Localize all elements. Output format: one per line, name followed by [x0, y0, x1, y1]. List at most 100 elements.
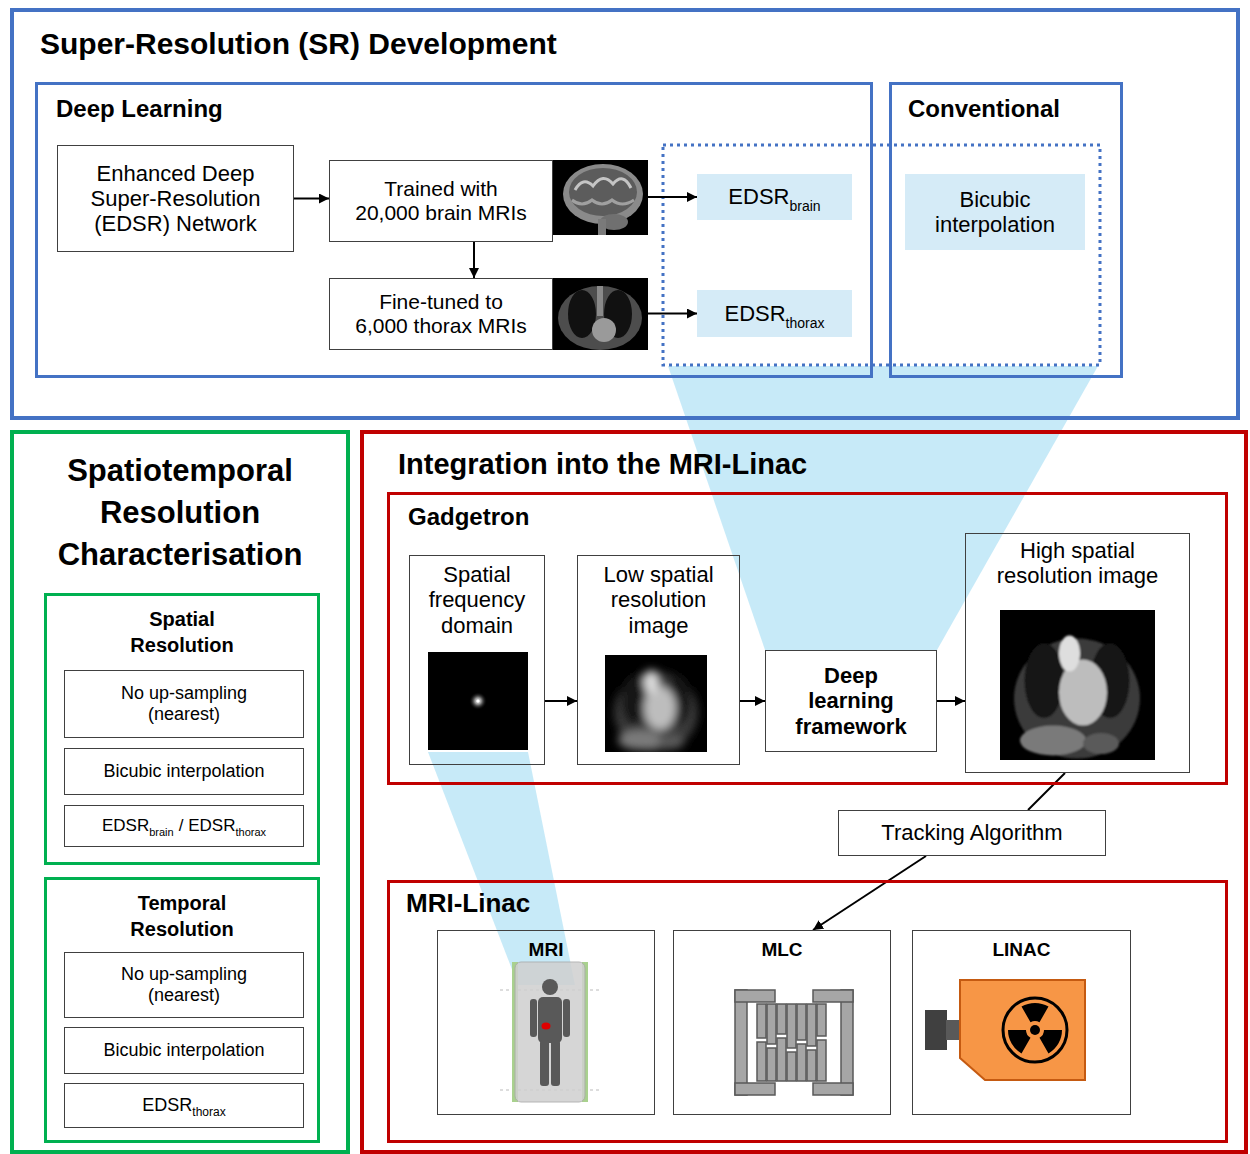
- option-box: No up-sampling (nearest): [64, 670, 304, 738]
- text-group: Spatiotemporal Resolution Characterisati…: [20, 450, 340, 576]
- box-outline: Fine-tuned to 6,000 thorax MRIs: [329, 278, 553, 350]
- text-group: EDSRbrain: [728, 184, 820, 209]
- option-box: EDSRbrain / EDSRthorax: [64, 805, 304, 847]
- box-outline: High spatial resolution image: [965, 533, 1190, 773]
- subscript-label: thorax: [235, 826, 266, 838]
- component-box: LINAC: [912, 930, 1131, 1115]
- text-group: LINAC: [992, 939, 1050, 961]
- component-box: MLC: [673, 930, 891, 1115]
- group-box: Temporal Resolution No up-sampling (neare…: [44, 877, 320, 1143]
- box-outline: Bicubic interpolation: [64, 1027, 304, 1074]
- linac-icon: [925, 980, 1085, 1080]
- option-box: No up-sampling (nearest): [64, 952, 304, 1018]
- low-resolution-image: [605, 655, 707, 752]
- box-outline: No up-sampling (nearest): [64, 952, 304, 1018]
- subscript-label: brain: [149, 826, 173, 838]
- group-title: Deep Learning: [56, 95, 223, 123]
- box-label: High spatial resolution image: [978, 538, 1178, 589]
- group-title: MRI-Linac: [406, 889, 530, 919]
- text-group: Low spatial resolution image: [580, 562, 737, 638]
- box-outline: Low spatial resolution image: [577, 555, 740, 765]
- box-label: EDSR: [142, 1095, 192, 1115]
- mri-scanner-icon: [500, 962, 600, 1102]
- brain-mri-image: [553, 160, 648, 235]
- text-group: Super-Resolution (SR) Development: [40, 27, 557, 62]
- high-resolution-image: [1000, 610, 1155, 760]
- box-outline: Bicubic interpolation: [905, 174, 1085, 250]
- process-box: Tracking Algorithm: [838, 810, 1106, 856]
- text-group: MLC: [761, 939, 802, 961]
- text-group: Spatial frequency domain: [412, 562, 542, 638]
- group-box: GadgetronSpatial frequency domain Low spa…: [387, 492, 1228, 785]
- box-outline: Tracking Algorithm: [838, 810, 1106, 856]
- box-label: EDSR: [728, 184, 789, 209]
- box-outline: MLC: [673, 930, 891, 1115]
- box-label: MRI: [529, 939, 564, 961]
- box-label: Bicubic interpolation: [911, 187, 1079, 238]
- text-group: Deep learning framework: [789, 663, 914, 739]
- connector-arrow: [740, 700, 765, 702]
- dataset-box: Trained with 20,000 brain MRIs: [329, 160, 648, 242]
- box-outline: LINAC: [912, 930, 1131, 1115]
- text-group: Bicubic interpolation: [103, 761, 264, 782]
- option-box: Bicubic interpolation: [64, 748, 304, 795]
- connector-arrow: [648, 313, 697, 315]
- option-box: EDSRthorax: [64, 1083, 304, 1128]
- method-box: EDSRbrain: [697, 174, 852, 220]
- box-outline: EDSRthorax: [64, 1083, 304, 1128]
- group-box: ConventionalBicubic interpolation: [889, 82, 1123, 378]
- box-outline: Gadgetron: [387, 492, 1228, 785]
- text-group: Tracking Algorithm: [881, 820, 1062, 845]
- box-label: Deep learning framework: [789, 663, 914, 739]
- connector-arrow: [294, 198, 329, 200]
- box-label: Tracking Algorithm: [881, 820, 1062, 845]
- text-group: Gadgetron: [408, 503, 529, 531]
- connector-arrow: [545, 700, 577, 702]
- box-label: EDSR: [724, 301, 785, 326]
- text-group: EDSRthorax: [142, 1095, 225, 1116]
- connector-arrow: [648, 196, 697, 198]
- text-group: Bicubic interpolation: [103, 1040, 264, 1061]
- box-outline: EDSRthorax: [697, 290, 852, 337]
- box-outline: Trained with 20,000 brain MRIs: [329, 160, 553, 242]
- text-group: EDSRthorax: [724, 301, 824, 326]
- group-title: Temporal Resolution: [125, 890, 240, 942]
- box-label: LINAC: [992, 939, 1050, 961]
- component-box: MRI: [437, 930, 655, 1115]
- box-label: EDSR: [102, 816, 149, 835]
- box-outline: Spatial frequency domain: [409, 555, 545, 765]
- text-group: EDSRbrain / EDSRthorax: [102, 816, 266, 836]
- box-outline: Enhanced Deep Super-Resolution (EDSR) Ne…: [57, 145, 294, 252]
- box-outline: Bicubic interpolation: [64, 748, 304, 795]
- subscript-label: thorax: [192, 1105, 225, 1119]
- image-box: High spatial resolution image: [965, 533, 1190, 773]
- thorax-mri-image: [553, 278, 648, 350]
- text-group: MRI: [529, 939, 564, 961]
- connector-arrow: [813, 856, 926, 930]
- box-outline: EDSRbrain / EDSRthorax: [64, 805, 304, 847]
- text-group: Deep Learning: [56, 95, 223, 123]
- box-outline: No up-sampling (nearest): [64, 670, 304, 738]
- projection-funnel: [668, 366, 1098, 650]
- box-label: / EDSR: [179, 816, 236, 835]
- dotted-group: [663, 145, 1100, 365]
- group-title: Conventional: [908, 95, 1060, 123]
- image-box: Low spatial resolution image: [577, 555, 740, 765]
- group-box: Deep LearningEnhanced Deep Super-Resolut…: [35, 82, 873, 378]
- method-box: Bicubic interpolation: [905, 174, 1085, 250]
- panel-title: Integration into the MRI-Linac: [398, 448, 807, 481]
- box-label: Bicubic interpolation: [103, 1040, 264, 1061]
- connector-arrow: [473, 242, 475, 278]
- section-panel: Super-Resolution (SR) DevelopmentDeep Le…: [10, 8, 1240, 420]
- text-group: Bicubic interpolation: [911, 187, 1079, 238]
- box-label: Enhanced Deep Super-Resolution (EDSR) Ne…: [64, 161, 287, 237]
- box-outline: EDSRbrain: [697, 174, 852, 220]
- subscript-label: brain: [789, 198, 820, 214]
- text-group: Temporal Resolution: [125, 890, 240, 942]
- text-group: Conventional: [908, 95, 1060, 123]
- connector-arrow: [937, 700, 965, 702]
- box-outline: MRI-Linac: [387, 880, 1228, 1143]
- group-title: Gadgetron: [408, 503, 529, 531]
